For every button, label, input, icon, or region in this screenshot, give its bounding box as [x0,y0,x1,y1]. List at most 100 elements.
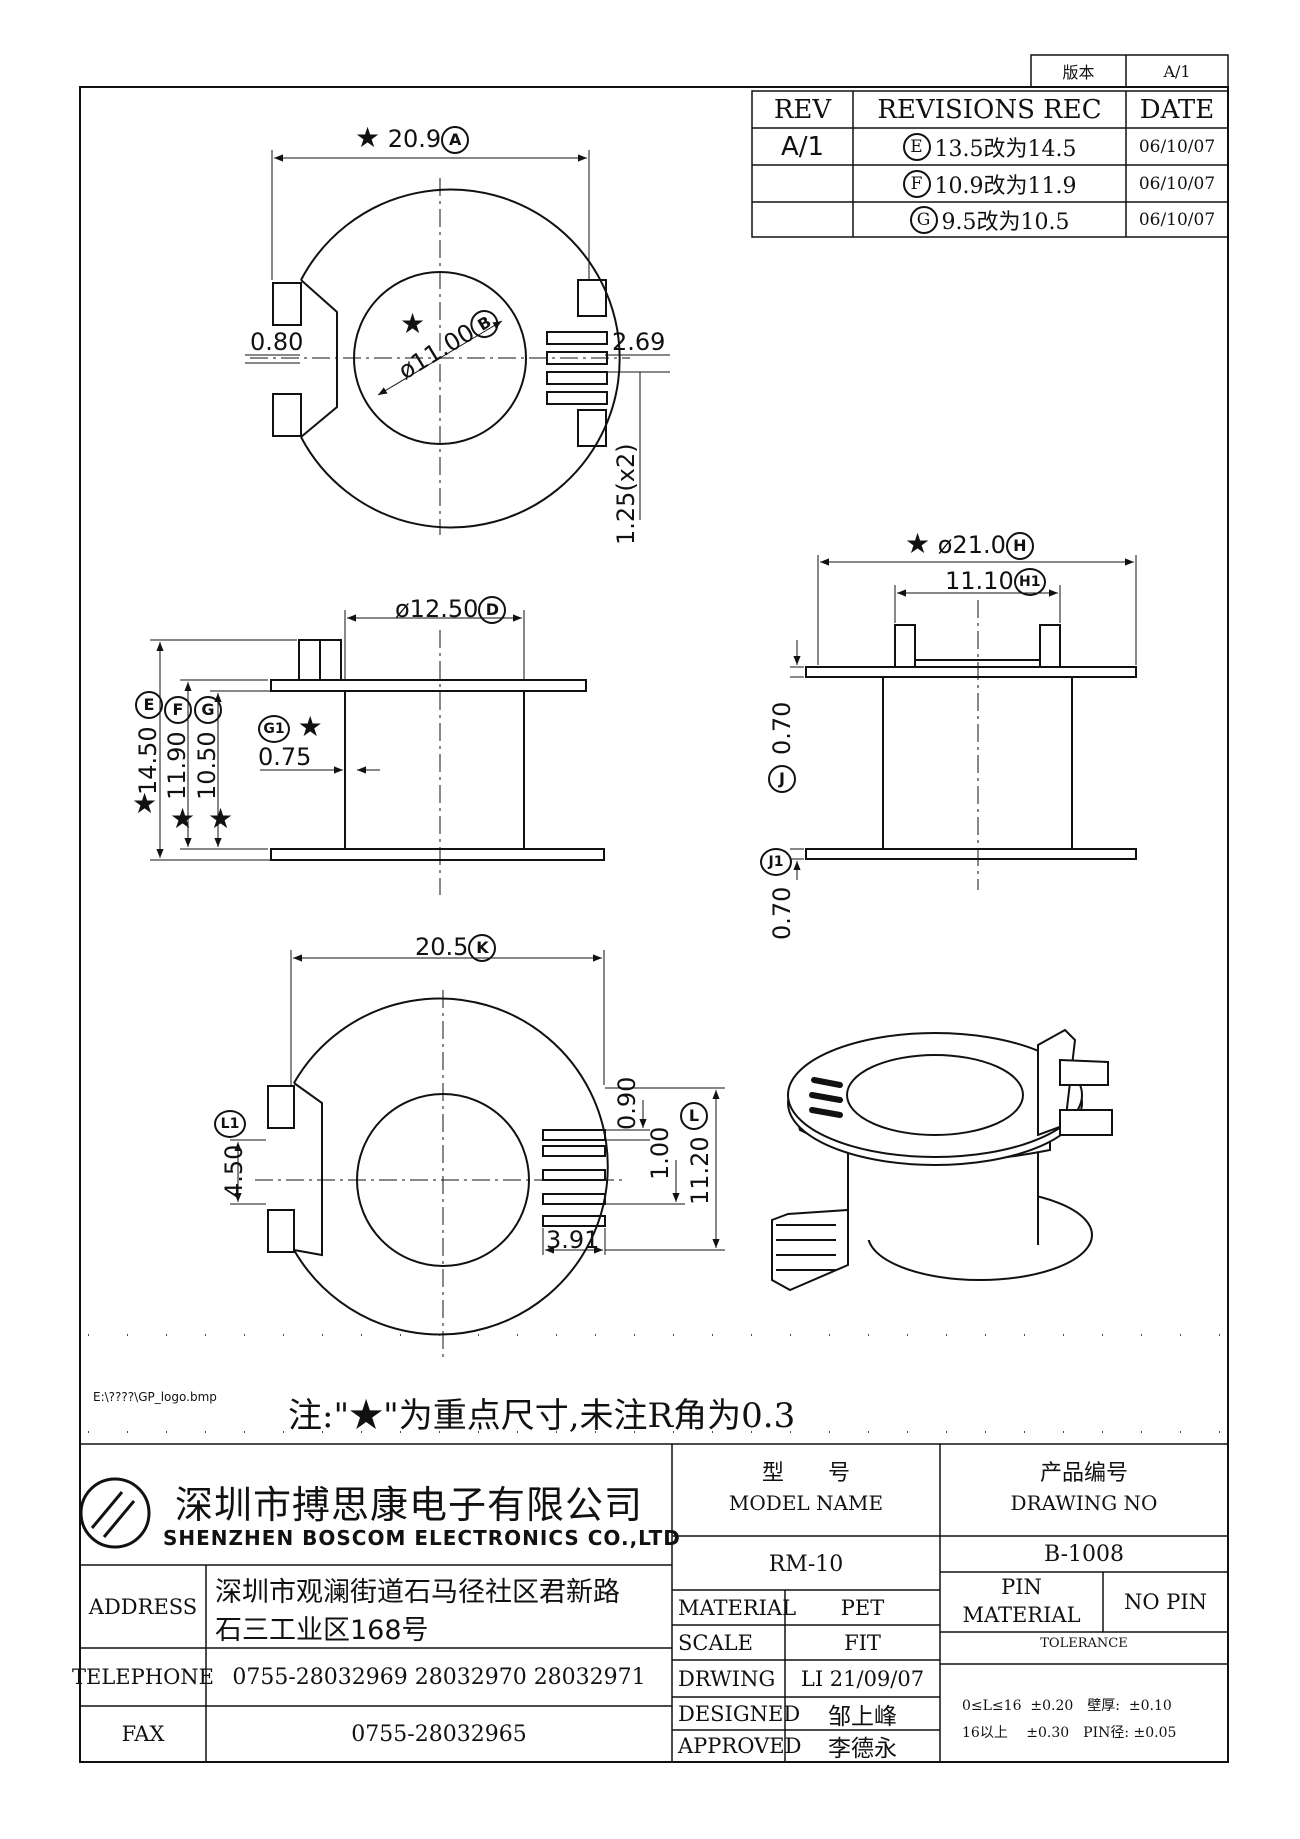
scale-label: SCALE [678,1630,753,1655]
version-box [1030,54,1229,88]
dim-g: 10.50 G [193,695,222,800]
dim-g1: 0.75 [258,743,312,771]
dim-l1: 4.50 [220,1144,248,1198]
model-label-en: MODEL NAME [728,1491,884,1515]
note: 注:"★"为重点尺寸,未注R角为0.3 [288,1396,796,1436]
dim-j-mark: J [768,765,796,793]
fax-label: FAX [121,1722,165,1746]
drwing-value: LI 21/09/07 [800,1666,925,1691]
isometric-view [771,1028,1113,1292]
tolerance-line-1: 0≤L≤16 ±0.20 壁厚: ±0.10 [962,1698,1172,1714]
star-mark: ★ [170,802,196,835]
logo-path: E:\????\GP_logo.bmp [93,1390,217,1404]
version-value: A/1 [1163,61,1191,81]
drwing-label: DRWING [678,1666,776,1691]
designed-label: DESIGNED [678,1701,801,1726]
dim-p1: 0.90 [613,1076,641,1130]
scale-value: FIT [844,1630,881,1655]
company-name-cn: 深圳市搏思康电子有限公司 [175,1483,644,1527]
revision-row-e: E 13.5改为14.5 [853,128,1126,165]
model-value: RM-10 [768,1551,844,1577]
rev-value: A/1 [780,131,825,162]
dim-h-mark: H [1005,532,1034,560]
dim-k-mark: K [468,934,497,962]
dim-h1-mark: H1 [1013,568,1046,596]
revisions-table [751,90,1229,238]
pin-material-label-2: MATERIAL [962,1603,1081,1627]
approved-label: APPROVED [678,1734,802,1758]
address-label: ADDRESS [88,1594,198,1619]
dim-h-value: ø21.0 [937,531,1006,559]
model-label-cn: 型 号 [761,1461,850,1486]
drawing-label-cn: 产品编号 [1039,1461,1128,1486]
company-logo [79,1477,151,1549]
version-label: 版本 [1062,63,1095,82]
dim-g1-mark-label: G1 ★ [258,713,323,743]
tolerance-line-2: 16以上 ±0.30 PIN径: ±0.05 [962,1725,1177,1741]
side-view-right-dims [790,555,1137,880]
revision-date: 06/10/07 [1138,173,1216,194]
revision-mark: G [909,205,938,234]
top-view-dims [245,150,670,520]
star-mark: ★ [355,121,381,154]
designed-value: 邹上峰 [828,1703,897,1730]
dim-f-value: 11.90 [163,731,191,800]
dim-h1-value: 11.10 [945,567,1014,595]
drawing-frame [79,86,1229,1763]
dim-g-value: 10.50 [193,731,221,800]
fax-value: 0755-28032965 [351,1721,527,1747]
dim-w: 3.91 [546,1226,600,1254]
star-e: ★ [132,790,157,818]
dim-d-mark: D [478,596,507,624]
dim-j1-mark-wrap: J1 [760,848,792,876]
drawing-label-en: DRAWING NO [1010,1491,1158,1515]
dim-a-mark: A [441,126,470,154]
tolerance-label: TOLERANCE [1040,1635,1128,1651]
dim-k-value: 20.5 [415,933,469,961]
dim-a-value: 20.9 [387,125,442,153]
pin-material-value: NO PIN [1123,1590,1208,1614]
pin-material-label-1: PIN [1001,1575,1042,1599]
address-line2: 石三工业区168号 [215,1615,429,1646]
star-mark: ★ [400,307,426,340]
dim-j1: 0.70 [768,886,796,940]
side-view-left [270,639,605,861]
dim-j1-mark: J1 [760,848,792,876]
revision-date: 06/10/07 [1138,209,1216,230]
title-block-grid [80,1443,1228,1762]
revision-mark: E [902,132,931,161]
revision-row-f: F 10.9改为11.9 [853,165,1126,202]
bottom-view [267,997,609,1336]
company-name-en: SHENZHEN BOSCOM ELECTRONICS CO.,LTD [163,1526,681,1550]
dim-j-mark-wrap: J [768,765,796,793]
dim-e-mark: E [135,690,163,719]
star-b: ★ [400,310,425,338]
dim-l-mark: L [680,1102,708,1130]
star-mark: ★ [297,710,323,743]
approved-value: 李德永 [828,1736,897,1762]
dim-e-value: 14.50 [134,726,162,795]
rev-header: REV [773,94,832,125]
dim-j: 0.70 [768,701,796,755]
dim-right-slot: 2.69 [612,328,666,356]
revision-mark: F [902,169,931,198]
revision-text: 10.9改为11.9 [934,173,1077,199]
side-view-right [805,624,1137,860]
material-label: MATERIAL [678,1595,797,1620]
revision-text: 13.5改为14.5 [934,136,1077,162]
dim-g1-mark: G1 [258,715,290,743]
star-g: ★ [208,805,233,833]
revision-row-g: G 9.5改为10.5 [853,202,1126,237]
star-mark: ★ [905,527,931,560]
dim-l1-mark-wrap: L1 [214,1110,246,1138]
material-value: PET [840,1595,885,1620]
dim-left-slot: 0.80 [250,328,304,356]
star-f: ★ [170,805,195,833]
date-header: DATE [1139,94,1215,125]
